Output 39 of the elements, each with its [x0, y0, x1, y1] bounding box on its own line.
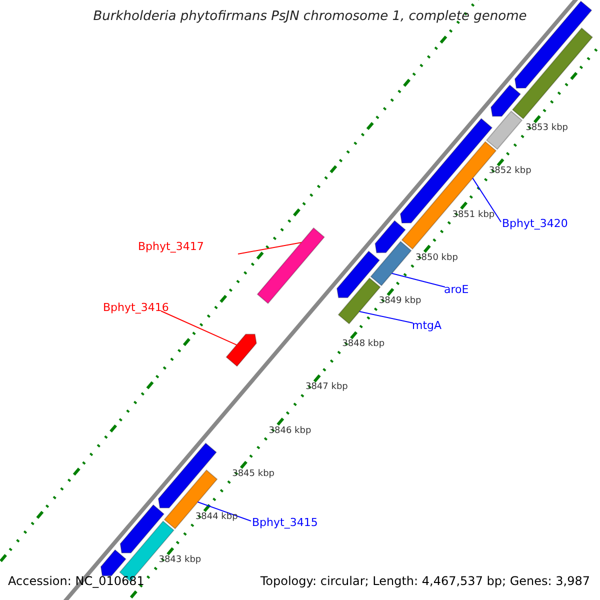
leader-line [160, 310, 238, 346]
info-text: Accession: NC_010681 [8, 574, 144, 588]
leader-line [238, 242, 302, 254]
scale-label: 3846 kbp [268, 426, 312, 436]
gene-label: mtgA [412, 319, 442, 332]
leader-line [472, 178, 502, 222]
gene-label: Bphyt_3417 [138, 240, 204, 253]
scale-label: 3853 kbp [526, 123, 568, 134]
gene-bar [120, 504, 165, 554]
leader-line [358, 311, 414, 324]
gene-bar [370, 240, 412, 286]
gene-bar [226, 334, 257, 367]
leader-line [391, 272, 446, 288]
scale-label: 3847 kbp [305, 382, 348, 392]
gene-bar [512, 27, 594, 120]
scale-label: 3845 kbp [232, 468, 275, 479]
gene-label: Bphyt_3415 [252, 516, 318, 529]
scale-label: 3851 kbp [452, 210, 495, 220]
leader-line [197, 502, 252, 522]
title: Burkholderia phytofirmans PsJN chromosome 1, complete genome [92, 9, 528, 24]
gene-bar [336, 250, 380, 298]
gene-label: Bphyt_3416 [103, 301, 169, 314]
gene-label: Bphyt_3420 [502, 217, 568, 230]
gene-bar [256, 227, 325, 304]
gene-bar [158, 442, 217, 508]
scale-label: 3850 kbp [416, 252, 458, 263]
gene-bar [486, 110, 523, 150]
scale-label: 3848 kbp [342, 339, 385, 350]
gene-bar [490, 84, 522, 117]
gene-label: aroE [444, 283, 469, 296]
scale-label: 3843 kbp [158, 555, 202, 566]
gene-bar [100, 549, 126, 576]
scale-label: 3844 kbp [195, 512, 238, 522]
info-text: Topology: circular; Length: 4,467,537 bp; Genes: 3,987 [260, 574, 590, 588]
gene-bar [338, 277, 381, 324]
gene-bar [164, 469, 218, 530]
scale-label: 3852 kbp [488, 166, 532, 176]
scale-label: 3849 kbp [378, 296, 422, 306]
gene-bar [374, 220, 406, 254]
